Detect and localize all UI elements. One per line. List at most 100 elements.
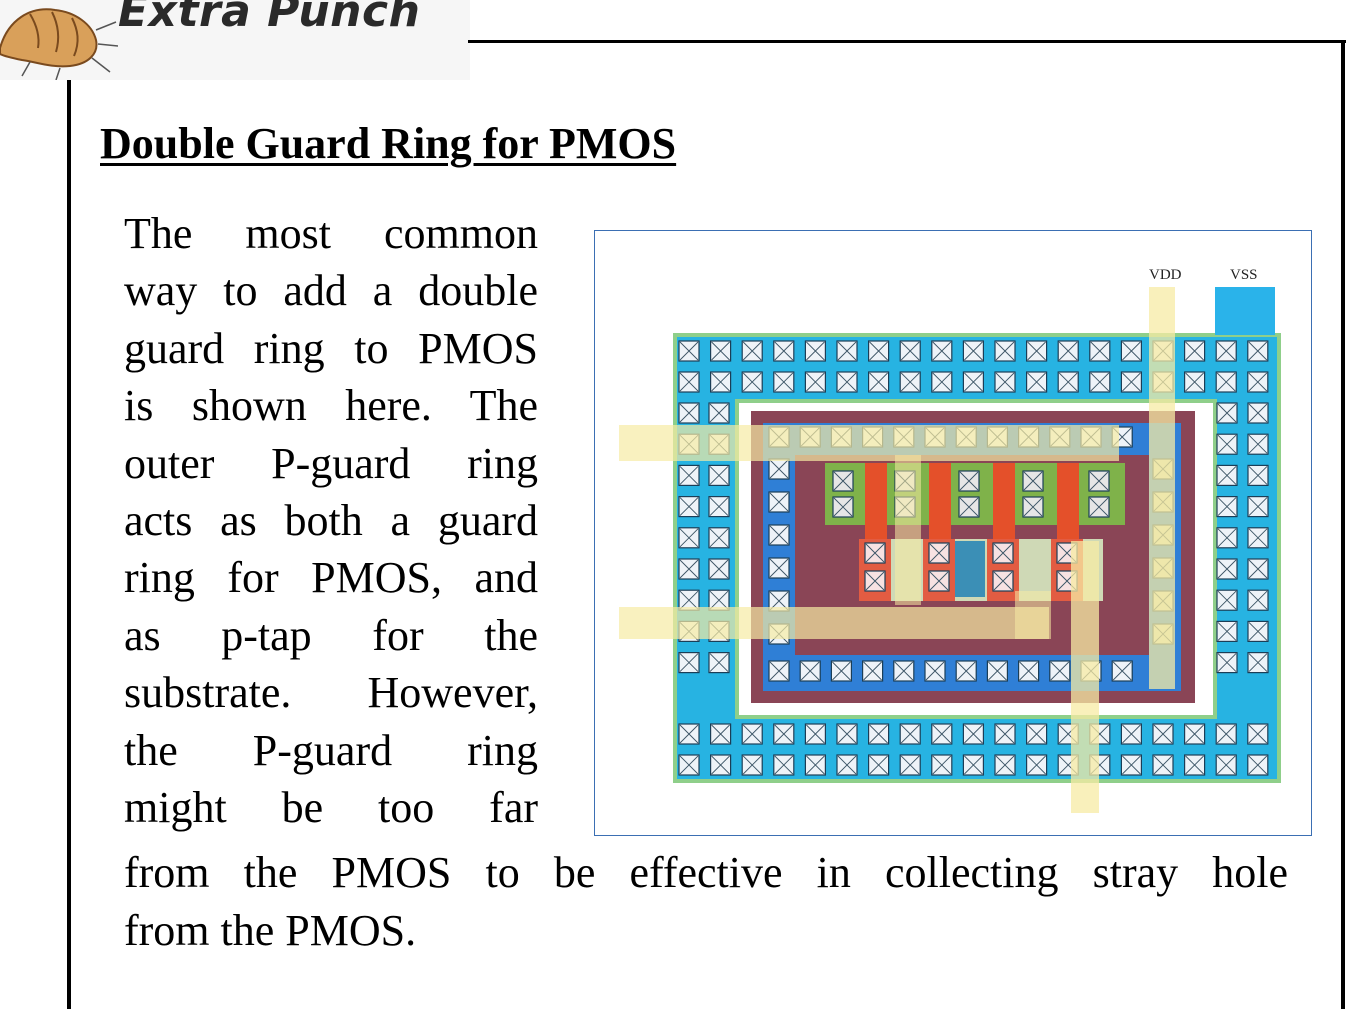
outer-ring-contact-mark — [709, 559, 729, 579]
outer-ring-contact-mark — [1153, 724, 1173, 744]
sd-contact-mark — [1089, 471, 1109, 491]
outer-ring-contact-mark — [869, 372, 888, 392]
outer-ring-contact-mark — [1216, 372, 1236, 392]
outer-ring-contact-mark — [1027, 341, 1046, 361]
outer-ring-contact-mark — [709, 653, 729, 672]
outer-ring-contact-mark — [711, 372, 730, 392]
outer-ring-contact-mark — [837, 724, 857, 744]
vss-label: VSS — [1230, 267, 1258, 283]
outer-ring-contact-mark — [806, 755, 825, 775]
paragraph-line: might be too far — [124, 782, 538, 832]
sd-contact-mark — [833, 497, 853, 517]
outer-ring-contact-mark — [679, 466, 699, 485]
outer-ring-contact-mark — [709, 497, 729, 516]
outer-ring-contact-mark — [837, 755, 857, 775]
metal-drain-line — [1071, 541, 1099, 813]
outer-ring-contact-mark — [679, 403, 699, 423]
outer-ring-contact-mark — [711, 724, 730, 744]
outer-ring-contact-mark — [1217, 497, 1237, 516]
outer-ring-contact-mark — [1027, 372, 1046, 392]
brand-title: Extra Punch — [118, 0, 421, 37]
inner-ring-contact-mark — [769, 459, 789, 479]
outer-ring-contact-mark — [869, 724, 888, 744]
outer-ring-contact-mark — [1217, 559, 1237, 579]
outer-ring-contact-mark — [742, 724, 762, 744]
paragraph-line: outer P-guard ring — [124, 438, 538, 488]
outer-ring-contact-mark — [1058, 372, 1078, 392]
outer-ring-contact-mark — [679, 341, 699, 361]
inner-ring-contact-mark — [800, 661, 820, 681]
outer-ring-contact-mark — [869, 755, 888, 775]
inner-ring-contact-mark — [988, 661, 1007, 681]
outer-ring-contact-mark — [711, 341, 730, 361]
outer-ring-contact-mark — [1122, 724, 1141, 744]
outer-ring-contact-mark — [1217, 466, 1237, 485]
outer-ring-contact-mark — [837, 341, 857, 361]
vdd-metal-line — [1149, 287, 1175, 689]
outer-ring-contact-mark — [1248, 622, 1268, 641]
outer-ring-contact-mark — [900, 372, 920, 392]
header-logo: Extra Punch — [0, 0, 470, 80]
metal-strap — [895, 455, 921, 605]
outer-ring-contact-mark — [932, 755, 952, 775]
outer-ring-contact-mark — [1153, 755, 1173, 775]
outer-ring-contact-mark — [900, 341, 920, 361]
outer-ring-contact-mark — [679, 653, 699, 672]
outer-ring-contact-mark — [932, 372, 952, 392]
outer-ring-contact-mark — [837, 372, 857, 392]
outer-ring-contact-mark — [995, 755, 1015, 775]
outer-ring-contact-mark — [679, 755, 699, 775]
paragraph-line: acts as both a guard — [124, 495, 538, 545]
outer-ring-contact-mark — [1090, 372, 1110, 392]
outer-ring-contact-mark — [1248, 434, 1268, 454]
outer-ring-contact-mark — [1248, 590, 1268, 610]
outer-ring-contact-mark — [774, 755, 794, 775]
paragraph-line-last: from the PMOS. — [124, 906, 417, 955]
poly-contact-mark — [929, 571, 949, 591]
outer-ring-contact-mark — [1090, 341, 1110, 361]
outer-ring-contact-mark — [679, 372, 699, 392]
paragraph-line: guard ring to PMOS — [124, 323, 538, 373]
outer-ring-contact-mark — [1248, 755, 1268, 775]
sd-contact-mark — [959, 497, 979, 517]
paragraph-line: ring for PMOS, and — [124, 553, 538, 603]
outer-ring-contact-mark — [679, 559, 699, 579]
outer-ring-contact-mark — [709, 466, 729, 485]
outer-ring-contact-mark — [1248, 341, 1268, 361]
outer-ring-contact-mark — [709, 590, 729, 610]
outer-ring-contact-mark — [1248, 559, 1268, 579]
sd-contact-mark — [959, 471, 979, 491]
outer-ring-contact-mark — [1122, 755, 1141, 775]
outer-ring-contact-mark — [1217, 622, 1237, 641]
outer-ring-contact-mark — [1248, 403, 1268, 423]
outer-ring-contact-mark — [1248, 497, 1268, 516]
outer-ring-contact-mark — [1058, 341, 1078, 361]
top-rule — [468, 40, 1346, 43]
outer-ring-contact-mark — [964, 372, 983, 392]
paragraph-wrapped: The most common way to add a double guar… — [124, 205, 538, 836]
poly-contact-mark — [865, 571, 885, 591]
inner-ring-contact-mark — [769, 492, 789, 512]
outer-ring-contact-mark — [1216, 755, 1236, 775]
outer-ring-contact-mark — [1122, 372, 1141, 392]
vdd-label: VDD — [1149, 267, 1182, 283]
poly-contact-mark — [993, 543, 1013, 563]
outer-ring-contact-mark — [1248, 528, 1268, 548]
outer-ring-contact-mark — [742, 341, 762, 361]
outer-ring-contact-mark — [679, 724, 699, 744]
inner-ring-contact-mark — [769, 525, 789, 545]
outer-ring-contact-mark — [742, 372, 762, 392]
outer-ring-contact-mark — [995, 372, 1015, 392]
outer-ring-contact-mark — [1185, 341, 1204, 361]
right-rule — [1341, 40, 1345, 1009]
outer-ring-contact-mark — [1248, 372, 1268, 392]
paragraph-line: as p-tap for the — [124, 610, 538, 660]
page-title: Double Guard Ring for PMOS — [100, 119, 677, 168]
outer-ring-contact-mark — [1185, 724, 1204, 744]
inner-ring-contact-mark — [832, 661, 851, 681]
outer-ring-contact-mark — [806, 372, 825, 392]
outer-ring-contact-mark — [1122, 341, 1141, 361]
outer-ring-contact-mark — [774, 341, 794, 361]
inner-ring-contact-mark — [769, 558, 789, 578]
outer-ring-contact-mark — [1216, 341, 1236, 361]
